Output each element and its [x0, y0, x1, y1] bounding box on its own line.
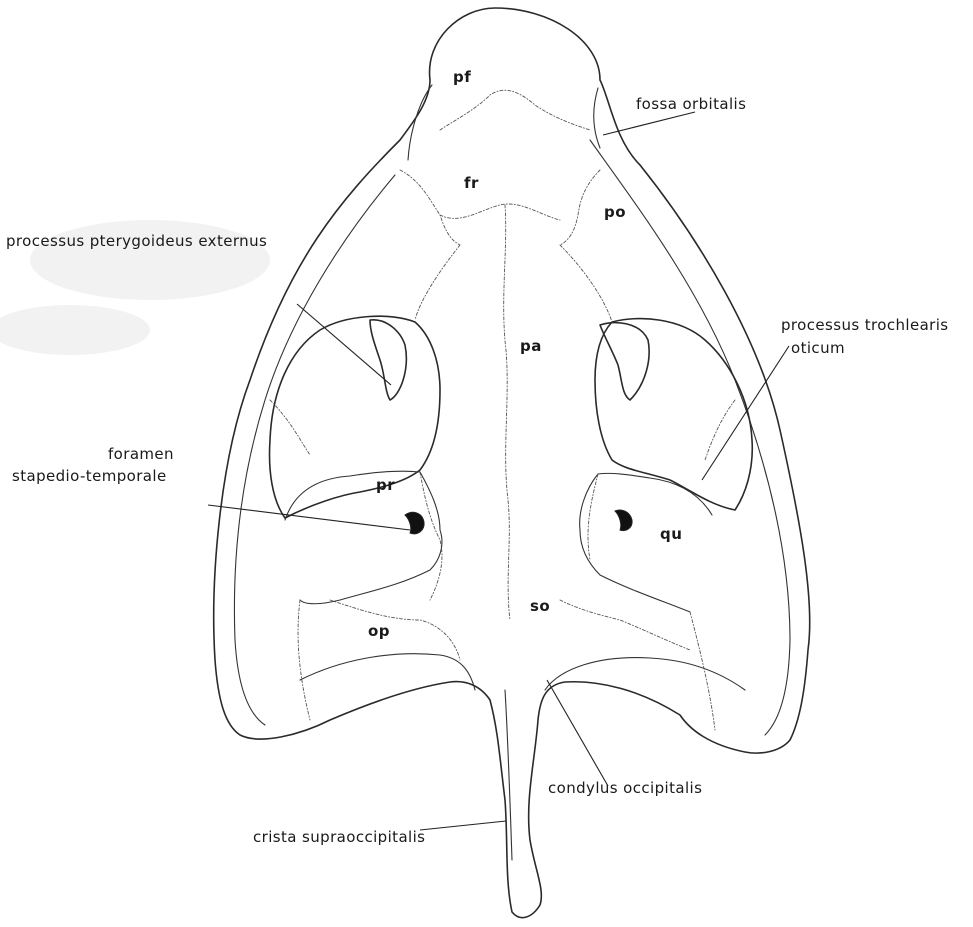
- leader-crista-supraoccipitalis: [420, 821, 506, 830]
- left-orbit-edge: [408, 85, 432, 160]
- parietal-left-lateral-suture: [415, 245, 460, 320]
- frontal-postorbital-suture-left: [400, 170, 460, 245]
- parietal-right-lateral-suture: [560, 245, 612, 322]
- left-opisthotic-suture: [330, 600, 460, 660]
- right-opisthotic-suture: [560, 600, 690, 650]
- label-foramen: foramen: [108, 445, 174, 463]
- left-pterygoid-process: [370, 320, 406, 400]
- label-qu: qu: [660, 525, 682, 543]
- label-po: po: [604, 203, 626, 221]
- right-otic-region: [580, 473, 712, 612]
- left-foramen-stapedio-temporale: [405, 512, 424, 533]
- right-posterior-wing: [545, 658, 745, 690]
- label-processus-trochlearis: processus trochlearis: [781, 316, 949, 334]
- frontal-postorbital-suture-right: [560, 170, 600, 245]
- right-foramen-stapedio-temporale: [615, 510, 632, 531]
- label-condylus-occipitalis: condylus occipitalis: [548, 779, 702, 797]
- left-posterior-suture: [298, 600, 310, 720]
- label-processus-pterygoideus-externus: processus pterygoideus externus: [6, 232, 267, 250]
- label-op: op: [368, 622, 390, 640]
- right-temporal-fossa: [595, 319, 752, 510]
- right-rim-suture: [705, 400, 735, 460]
- label-crista-supraoccipitalis: crista supraoccipitalis: [253, 828, 425, 846]
- parietal-midline-suture: [504, 205, 510, 620]
- right-trochlear-process: [600, 323, 649, 400]
- label-pf: pf: [453, 68, 471, 86]
- leader-condylus-occipitalis: [547, 680, 608, 786]
- left-posterior-wing: [300, 654, 475, 690]
- frontal-parietal-suture: [440, 204, 560, 220]
- label-pr: pr: [376, 476, 395, 494]
- premaxilla-frontal-suture: [440, 90, 590, 130]
- label-stapedio-temporale: stapedio-temporale: [12, 467, 167, 485]
- leader-fossa-orbitalis: [603, 112, 695, 135]
- background-smudge: [0, 305, 150, 355]
- right-orbit-edge: [594, 88, 600, 148]
- label-fossa-orbitalis: fossa orbitalis: [636, 95, 746, 113]
- label-so: so: [530, 597, 550, 615]
- label-pa: pa: [520, 337, 542, 355]
- left-temporal-fossa: [270, 316, 440, 518]
- left-prootic-suture: [420, 472, 442, 600]
- label-oticum: oticum: [791, 339, 845, 357]
- right-rim-inner: [590, 140, 790, 735]
- skull-outline: [214, 8, 810, 918]
- left-rim-suture: [270, 400, 310, 455]
- label-fr: fr: [464, 174, 479, 192]
